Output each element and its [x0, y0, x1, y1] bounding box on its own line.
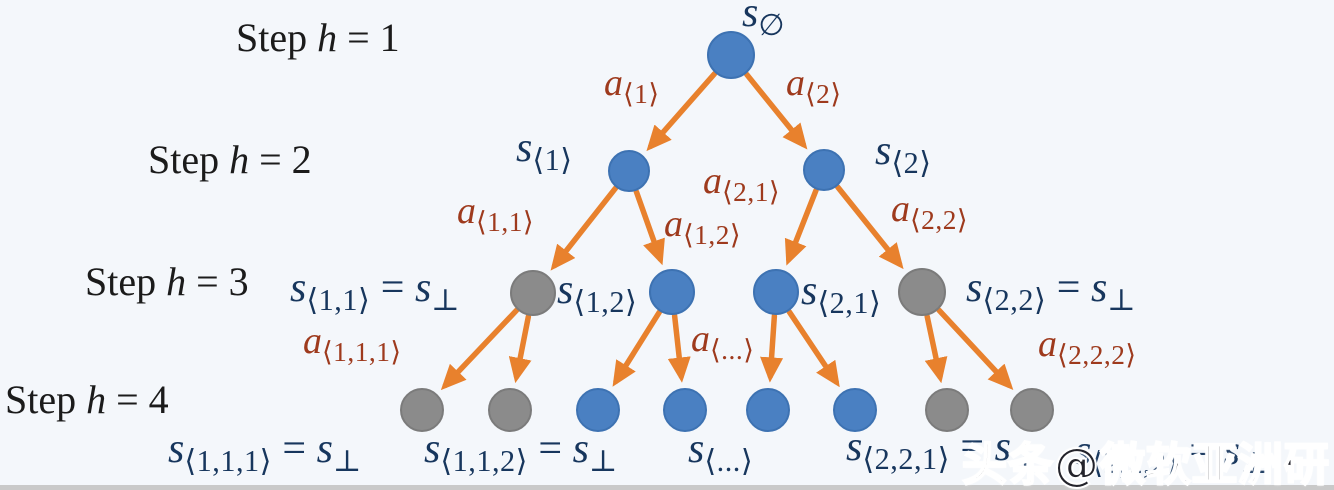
tree-node-blue	[746, 388, 790, 432]
tree-node-gray	[400, 388, 444, 432]
state-label: s∅	[742, 0, 786, 43]
tree-node-blue	[608, 150, 650, 192]
action-label: a⟨1,1,1⟩	[303, 320, 402, 368]
tree-node-gray	[488, 388, 532, 432]
tree-node-blue	[753, 269, 799, 315]
action-label: a⟨2,1⟩	[703, 160, 781, 208]
step-label: Step h = 3	[85, 259, 249, 304]
edge-arrow	[440, 307, 520, 391]
state-label: s⟨1,2⟩	[557, 267, 638, 320]
state-label: s⟨1⟩	[516, 125, 573, 178]
action-label: a⟨1,1⟩	[457, 190, 535, 238]
action-label: a⟨2⟩	[786, 62, 842, 110]
edge-arrow	[786, 309, 840, 388]
edge-arrow	[646, 71, 718, 152]
edge-arrow	[784, 187, 819, 266]
state-label: s⟨2,2,1⟩ = s⊥	[846, 424, 1040, 477]
step-label: Step h = 1	[236, 15, 400, 60]
edge-arrow	[743, 71, 808, 150]
edge-arrow	[667, 313, 691, 383]
tree-node-blue	[649, 269, 695, 315]
step-label: Step h = 4	[5, 377, 169, 422]
edge-arrow	[633, 188, 665, 266]
edge-arrow	[508, 313, 532, 384]
state-label: s⟨...⟩	[688, 426, 754, 479]
tree-node-gray	[510, 270, 556, 316]
state-label: s⟨2,2,2⟩ = s⊥	[1075, 428, 1269, 481]
state-label: s⟨1,1⟩ = s⊥	[290, 265, 461, 318]
edge-arrow	[835, 184, 904, 270]
state-label: s⟨1,1,2⟩ = s⊥	[424, 426, 618, 479]
action-label: a⟨...⟩	[691, 318, 755, 366]
edge-arrow	[550, 185, 619, 271]
tree-node-gray	[898, 268, 946, 316]
action-label: a⟨1⟩	[604, 62, 660, 110]
action-label: a⟨2,2⟩	[891, 188, 969, 236]
state-label: s⟨1,1,1⟩ = s⊥	[168, 426, 362, 479]
step-label: Step h = 2	[148, 137, 312, 182]
action-label: a⟨1,2⟩	[664, 203, 742, 251]
tree-node-blue	[707, 31, 755, 79]
bottom-edge-bar	[0, 485, 1334, 490]
tree-node-blue	[803, 149, 845, 191]
tree-node-blue	[576, 388, 620, 432]
state-label: s⟨2,1⟩	[801, 268, 882, 321]
state-label: s⟨2,2⟩ = s⊥	[966, 265, 1137, 318]
tree-node-gray	[925, 388, 969, 432]
tree-node-blue	[663, 388, 707, 432]
action-label: a⟨2,2,2⟩	[1038, 323, 1137, 371]
watermark-text: 头条@微软亚洲研究院	[961, 437, 1331, 490]
state-label: s⟨2⟩	[875, 128, 932, 181]
tree-node-gray	[1010, 388, 1054, 432]
edge-arrow	[760, 313, 784, 383]
edge-arrow	[612, 309, 662, 387]
edge-arrow	[924, 313, 948, 384]
tree-node-blue	[833, 388, 877, 432]
edge-arrow	[936, 307, 1014, 390]
